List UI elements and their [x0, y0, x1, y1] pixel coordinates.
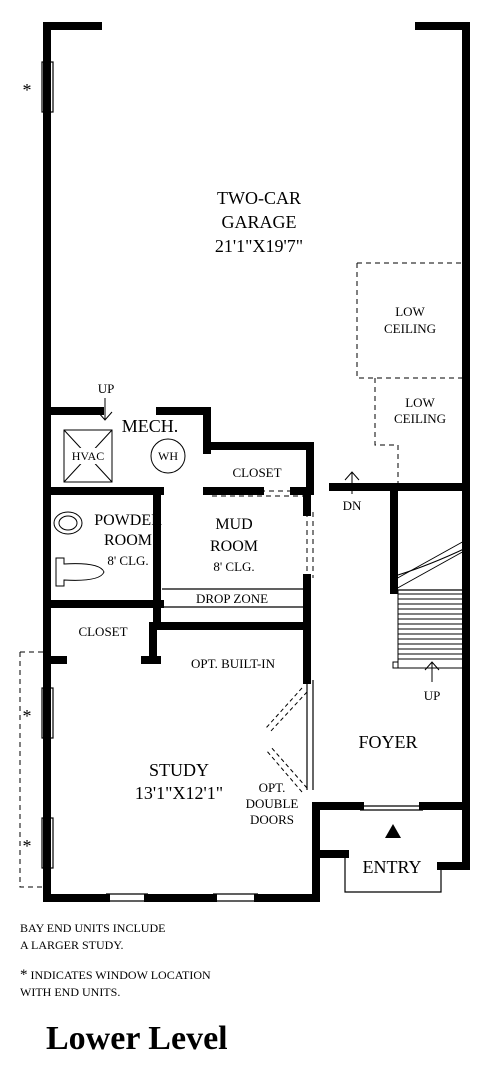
bay-end-note: BAY END UNITS INCLUDE A LARGER STUDY.: [20, 920, 165, 954]
mud-room-ceiling: 8' CLG.: [213, 559, 254, 574]
mech-up-arrow-icon: [97, 398, 113, 421]
mech-name: MECH.: [122, 416, 179, 436]
powder-room-name-2: ROOM: [104, 532, 152, 549]
walls: [43, 22, 470, 902]
mech-up-label: UP: [98, 381, 115, 396]
mud-room-name-2: ROOM: [210, 538, 258, 555]
bay-end-note-line1: BAY END UNITS INCLUDE: [20, 921, 166, 935]
window-location-note-line2: WITH END UNITS.: [20, 985, 121, 999]
thin-walls: [41, 61, 466, 902]
closet-upper-label: CLOSET: [232, 465, 281, 480]
garage-dimensions: 21'1"X19'7": [215, 236, 303, 256]
opt-double-doors-2: DOUBLE: [246, 796, 299, 811]
powder-room-name-1: POWDER: [94, 512, 162, 529]
dashed-lines: [19, 262, 466, 888]
window-location-note: * INDICATES WINDOW LOCATION WITH END UNI…: [20, 967, 211, 1001]
mud-room-name-1: MUD: [215, 516, 252, 533]
window-note-star: *: [20, 967, 28, 983]
window-marker-2: *: [23, 706, 32, 726]
study-dimensions: 13'1"X12'1": [135, 783, 223, 803]
window-location-note-line1: * INDICATES WINDOW LOCATION: [20, 967, 211, 984]
garage-name-1: TWO-CAR: [217, 188, 301, 208]
opt-built-in-label: OPT. BUILT-IN: [191, 656, 276, 671]
opt-double-doors-1: OPT.: [259, 780, 286, 795]
arrows: [97, 398, 440, 682]
low-ceiling-2-line1: LOW: [405, 395, 435, 410]
opt-double-doors-3: DOORS: [250, 812, 294, 827]
dn-arrow-icon: [344, 471, 360, 494]
foyer-label: FOYER: [358, 732, 417, 752]
powder-room-ceiling: 8' CLG.: [107, 553, 148, 568]
study-name: STUDY: [149, 760, 209, 780]
window-location-note-text1: INDICATES WINDOW LOCATION: [30, 968, 211, 982]
entry-triangle-icon: [385, 824, 401, 838]
stair: [392, 539, 467, 669]
hvac-label: HVAC: [72, 449, 104, 463]
drop-zone-label: DROP ZONE: [196, 591, 268, 606]
entry-label: ENTRY: [362, 857, 421, 877]
stair-treads: [398, 593, 466, 660]
stair-down-label: DN: [343, 498, 362, 513]
low-ceiling-2-line2: CEILING: [394, 411, 446, 426]
hvac-label-bg: [70, 448, 106, 464]
garage-name-2: GARAGE: [222, 212, 297, 232]
stair-up-label: UP: [424, 688, 441, 703]
closet-lower-label: CLOSET: [78, 624, 127, 639]
low-ceiling-1-line2: CEILING: [384, 321, 436, 336]
powder-fixtures: [53, 511, 105, 587]
window-marker-1: *: [23, 80, 32, 100]
bay-end-note-line2: A LARGER STUDY.: [20, 938, 124, 952]
up-arrow-icon: [424, 661, 440, 682]
wh-label: WH: [158, 449, 178, 463]
page-title: Lower Level: [46, 1020, 228, 1057]
low-ceiling-1-line1: LOW: [395, 304, 425, 319]
window-marker-3: *: [23, 836, 32, 856]
opt-double-doors-swing: [265, 687, 308, 793]
